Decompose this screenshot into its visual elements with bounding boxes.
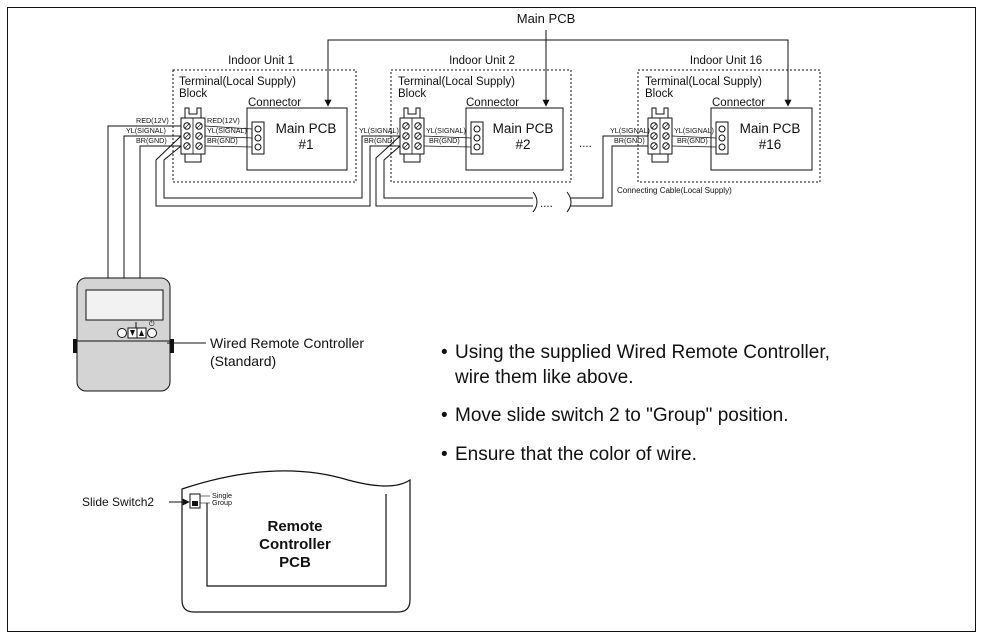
cable-break-ellipsis: .... [540, 198, 553, 210]
wired-remote-controller: ⏻ [73, 277, 174, 392]
power-button-icon [147, 328, 157, 338]
instruction-bullet-2: • [441, 405, 448, 426]
inter-unit-cables [155, 135, 648, 213]
switch-option-single: Single [212, 491, 232, 500]
connecting-cable-label: Connecting Cable(Local Supply) [617, 186, 732, 195]
indoor-unit-1: Indoor Unit 1 Terminal(Local Supply) Blo… [172, 55, 357, 183]
instruction-bullet-1: • [441, 342, 448, 363]
terminal-block-label-2: Block [179, 88, 207, 100]
wire-label-yellow: YL(SIGNAL) [207, 126, 247, 135]
terminal-block-label: Terminal(Local Supply) [645, 76, 762, 88]
wire-label-brown: BR(GND) [677, 136, 708, 145]
indoor-unit-16: Indoor Unit 16 Terminal(Local Supply) Bl… [637, 55, 821, 183]
remote-label-line1: Wired Remote Controller [210, 335, 364, 351]
terminal-block-label-2: Block [398, 88, 426, 100]
remote-wire-label-brown: BR(GND) [136, 136, 167, 145]
instruction-1-line1: Using the supplied Wired Remote Controll… [455, 342, 830, 363]
terminal-block [399, 107, 425, 163]
indoor-unit-2: Indoor Unit 2 Terminal(Local Supply) Blo… [390, 55, 572, 183]
remote-controller-pcb: Single Group Remote Controller PCB [181, 470, 411, 613]
main-pcb-number: #1 [298, 137, 313, 152]
wire-label-yellow-2: YL(SIGNAL) [359, 126, 399, 135]
main-pcb-number: #2 [515, 137, 530, 152]
instructions: • Using the supplied Wired Remote Contro… [441, 342, 830, 465]
power-symbol-icon: ⏻ [149, 320, 155, 328]
instruction-2: Move slide switch 2 to "Group" position. [455, 405, 788, 426]
main-pcb-label: Main PCB [493, 121, 554, 136]
main-pcb-box [710, 107, 813, 171]
remote-button-left [117, 328, 127, 338]
wire-label-brown-16: BR(GND) [614, 136, 645, 145]
terminal-block [180, 107, 206, 163]
outer-frame [7, 7, 976, 632]
unit-title: Indoor Unit 1 [228, 55, 294, 67]
remote-wire-label-yellow: YL(SIGNAL) [126, 126, 166, 135]
connector-label: Connector [466, 97, 519, 109]
wire-label-yellow: YL(SIGNAL) [674, 126, 714, 135]
main-pcb-label: Main PCB [276, 121, 337, 136]
terminal-block-label: Terminal(Local Supply) [398, 76, 515, 88]
instruction-bullet-3: • [441, 444, 448, 465]
slide-switch-label: Slide Switch2 [82, 495, 154, 509]
terminal-block-label-2: Block [645, 88, 673, 100]
instruction-3: Ensure that the color of wire. [455, 444, 697, 465]
unit-title: Indoor Unit 2 [449, 55, 515, 67]
connector-label: Connector [248, 97, 301, 109]
remote-side-tab-right [170, 339, 174, 353]
wire-label-yellow: YL(SIGNAL) [426, 126, 466, 135]
remote-label-line2: (Standard) [210, 353, 276, 369]
wire-label-yellow-16: YL(SIGNAL) [610, 126, 650, 135]
unit-title: Indoor Unit 16 [690, 55, 762, 67]
main-pcb-title: Main PCB [517, 11, 576, 26]
connector-label: Connector [712, 97, 765, 109]
main-pcb-label: Main PCB [740, 121, 801, 136]
pcb-connector [715, 121, 729, 155]
switch-option-group: Group [212, 498, 232, 507]
remote-wire-label-red: RED(12V) [136, 116, 169, 125]
remote-side-tab-left [73, 339, 77, 353]
pcb-connector [251, 121, 265, 155]
unit-gap-ellipsis: .... [579, 138, 592, 150]
wire-label-red: RED(12V) [207, 116, 240, 125]
unit-boundary [637, 69, 821, 183]
terminal-block [647, 107, 673, 163]
wire-label-brown: BR(GND) [207, 136, 238, 145]
remote-pcb-label-1: Remote [267, 518, 322, 535]
terminal-block-label: Terminal(Local Supply) [179, 76, 296, 88]
instruction-1-line2: wire them like above. [454, 367, 633, 388]
wire-label-brown: BR(GND) [429, 136, 460, 145]
pcb-outline-outer [181, 470, 411, 613]
main-pcb-number: #16 [759, 137, 782, 152]
slide-switch-knob [192, 501, 198, 506]
remote-pcb-label-3: PCB [279, 554, 311, 571]
remote-feed-wires: RED(12V) YL(SIGNAL) BR(GND) [107, 116, 181, 278]
remote-pcb-label-2: Controller [259, 536, 331, 553]
wire-label-brown-2: BR(GND) [364, 136, 395, 145]
remote-display [85, 289, 164, 321]
pcb-outline-inner [206, 494, 387, 587]
pcb-connector [470, 121, 484, 155]
unit-boundary [390, 69, 572, 183]
main-pcb-bus-wire [327, 39, 792, 107]
